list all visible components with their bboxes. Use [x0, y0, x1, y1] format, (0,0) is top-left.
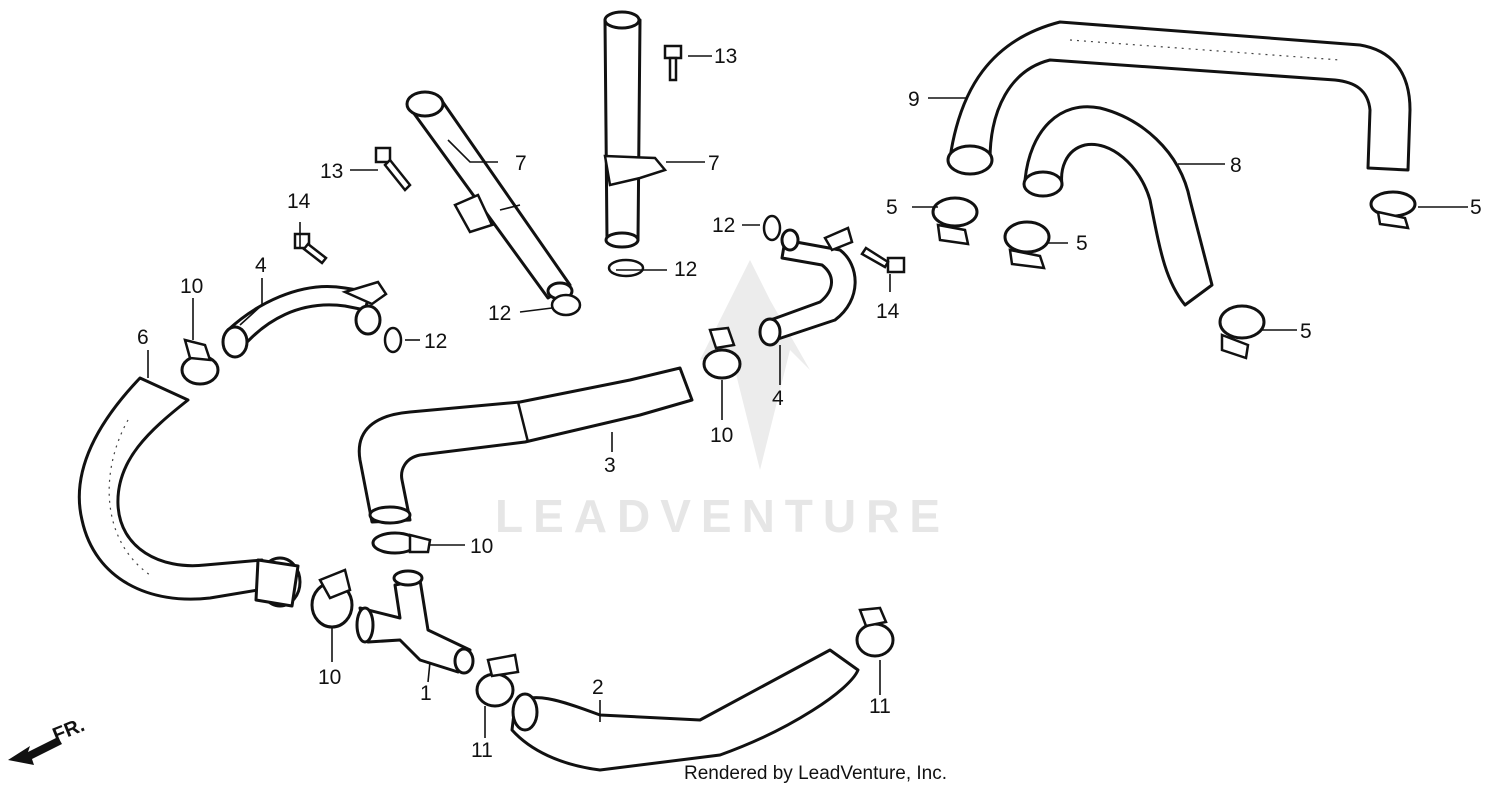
hose-9[interactable]	[946, 20, 1412, 176]
clamp-10-center[interactable]	[371, 531, 432, 555]
callout-6: 6	[137, 326, 149, 349]
leader-lines	[147, 55, 1468, 738]
callout-11: 11	[869, 695, 891, 718]
hose-3[interactable]	[357, 366, 694, 525]
callout-4: 4	[255, 254, 267, 277]
hose-2[interactable]	[510, 648, 860, 772]
bolt-14-a[interactable]	[293, 232, 328, 265]
o-ring-12-d[interactable]	[762, 214, 782, 242]
callout-1: 1	[420, 682, 432, 705]
o-ring-12-a[interactable]	[550, 293, 582, 317]
clamp-5-c[interactable]	[1369, 190, 1417, 230]
callout-13: 13	[320, 160, 343, 183]
callout-4: 4	[772, 387, 784, 410]
callout-5: 5	[1300, 320, 1312, 343]
callout-14: 14	[876, 300, 900, 323]
callout-5: 5	[1076, 232, 1088, 255]
watermark-logo	[700, 260, 810, 470]
clamp-10-lower[interactable]	[310, 568, 354, 629]
callout-10: 10	[710, 424, 733, 447]
watermark-text: LEADVENTURE	[495, 490, 950, 542]
bolt-13-b[interactable]	[374, 146, 412, 192]
callout-10: 10	[470, 535, 493, 558]
callout-5: 5	[1470, 196, 1482, 219]
clamp-11-right[interactable]	[855, 606, 895, 658]
callout-10: 10	[180, 275, 203, 298]
bolt-13-a[interactable]	[663, 44, 683, 82]
pipe-4-right[interactable]	[758, 226, 857, 347]
clamp-5-b[interactable]	[1003, 220, 1051, 270]
o-ring-12-c[interactable]	[607, 258, 645, 278]
callout-12: 12	[424, 330, 447, 353]
callout-9: 9	[908, 88, 920, 111]
clamp-10-upper-left[interactable]	[180, 338, 220, 386]
clamp-5-d[interactable]	[1218, 304, 1266, 360]
pipe-7-vertical[interactable]	[603, 10, 668, 249]
callout-5: 5	[886, 196, 898, 219]
hose-8[interactable]	[1022, 105, 1214, 307]
callout-10: 10	[318, 666, 341, 689]
o-ring-12-b[interactable]	[383, 326, 403, 354]
callout-3: 3	[604, 454, 616, 477]
callout-12: 12	[488, 302, 511, 325]
callout-7: 7	[708, 152, 720, 175]
y-joint-1[interactable]	[355, 569, 475, 675]
clamp-5-a[interactable]	[931, 196, 979, 246]
pipe-7-diagonal[interactable]	[405, 90, 574, 301]
hose-6[interactable]	[77, 376, 302, 608]
clamp-10-right[interactable]	[702, 326, 742, 380]
callout-7: 7	[515, 152, 527, 175]
callout-13: 13	[714, 45, 737, 68]
callout-12: 12	[712, 214, 735, 237]
callout-12: 12	[674, 258, 697, 281]
callout-labels: 6 10 4 14 13 7 12 12 12 7 13 12 14 5 5 5…	[137, 45, 1482, 762]
callout-11: 11	[471, 739, 493, 762]
callout-8: 8	[1230, 154, 1242, 177]
pipe-4-left[interactable]	[221, 280, 388, 359]
bolt-14-b[interactable]	[860, 246, 906, 274]
render-credit: Rendered by LeadVenture, Inc.	[684, 763, 948, 784]
clamp-11-left[interactable]	[475, 653, 520, 708]
front-direction-arrow: FR.	[8, 714, 88, 765]
callout-2: 2	[592, 676, 604, 699]
callout-14: 14	[287, 190, 311, 213]
front-label: FR.	[50, 714, 88, 746]
